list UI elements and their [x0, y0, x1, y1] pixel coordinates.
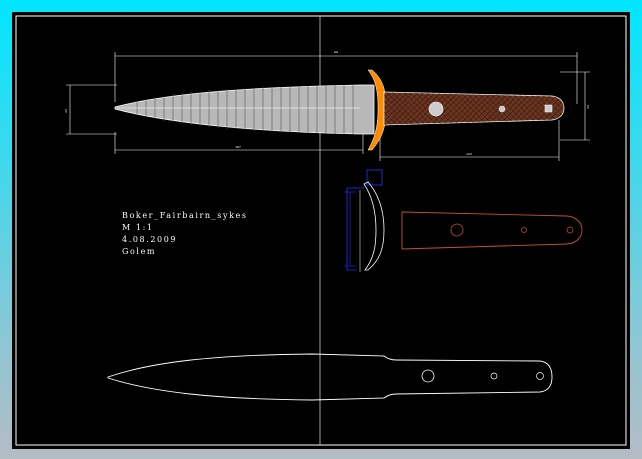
dimension-overall-label: мм [334, 50, 339, 54]
drawing-name: Boker_Fairbairn_sykes [122, 211, 248, 220]
drawing-author: Golem [122, 247, 157, 256]
cad-drawing-window: мм 24 24 167 122 [12, 12, 630, 449]
drawing-date: 4.08.2009 [122, 235, 178, 244]
handle-pin-large [428, 101, 444, 117]
assembled-knife-view: мм 24 24 167 122 [64, 50, 590, 161]
blade-blank-view [107, 353, 553, 401]
dimension-handle-height-label: 24 [586, 105, 590, 109]
handle-pin-small [498, 105, 506, 113]
drawing-canvas[interactable]: мм 24 24 167 122 [12, 12, 630, 449]
guard-side-view [344, 169, 385, 272]
dimension-blade-length-label: 167 [235, 145, 241, 149]
title-block: Boker_Fairbairn_sykes M 1:1 4.08.2009 Go… [122, 210, 248, 258]
dimension-blade-height-label: 24 [64, 109, 68, 113]
dimension-handle-length-label: 122 [466, 152, 472, 156]
sheet-border [15, 15, 627, 446]
handle-scale-view [401, 211, 583, 250]
drawing-scale: M 1:1 [122, 223, 154, 232]
handle-lanyard-hole [544, 104, 553, 113]
